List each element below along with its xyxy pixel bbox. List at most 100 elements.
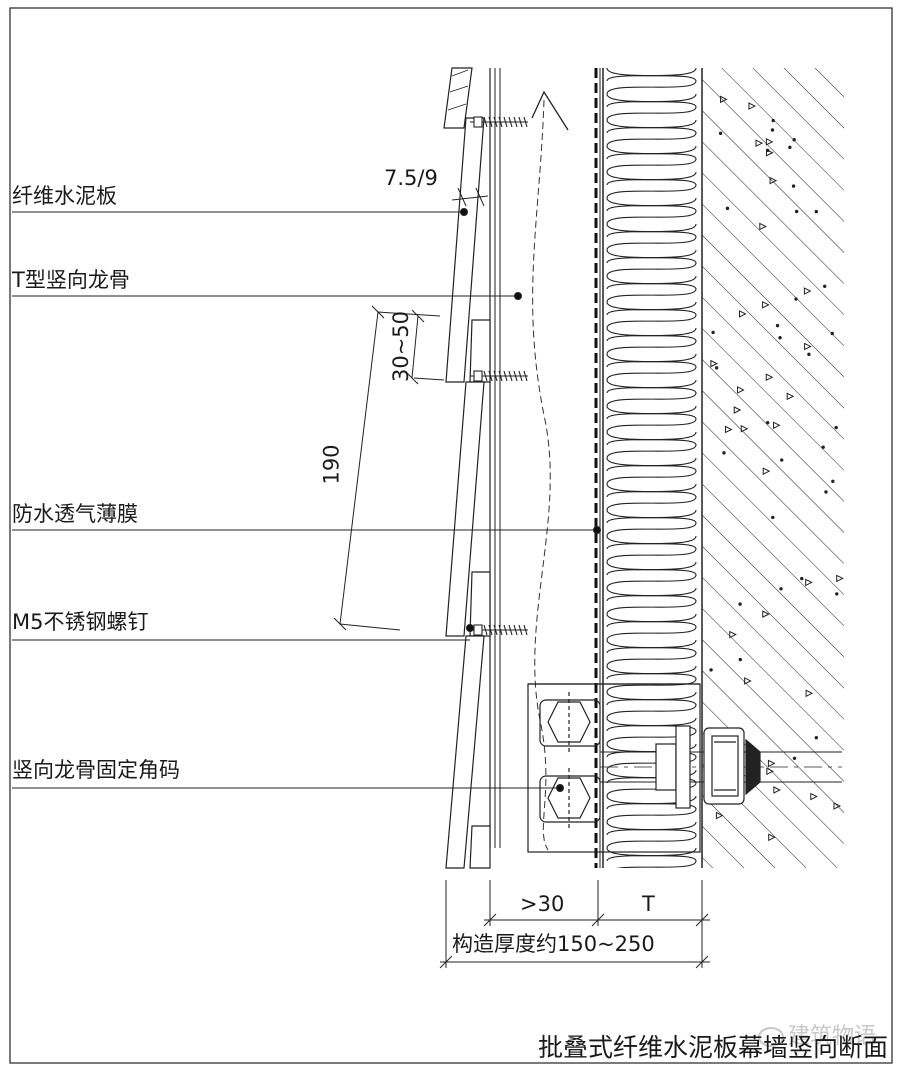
aggregate-mark bbox=[710, 359, 719, 368]
insulation-loop bbox=[606, 457, 697, 485]
insulation-loop bbox=[606, 691, 697, 706]
aggregate-mark bbox=[771, 515, 775, 520]
leader-lines bbox=[12, 208, 601, 792]
label-bracket: 竖向龙骨固定角码 bbox=[12, 758, 180, 782]
aggregate-mark bbox=[762, 467, 771, 475]
aggregate-mark bbox=[831, 479, 835, 483]
aggregate-mark bbox=[766, 767, 774, 776]
insulation-loop bbox=[606, 431, 697, 446]
aggregate-mark bbox=[792, 756, 797, 760]
insulation-loop bbox=[606, 561, 697, 589]
label-fiber-cement-panel: 纤维水泥板 bbox=[12, 184, 117, 208]
aggregate-mark bbox=[792, 138, 796, 142]
aggregate-mark bbox=[786, 392, 795, 401]
aggregate-mark bbox=[794, 297, 798, 301]
bracket bbox=[527, 683, 842, 853]
insulation-loop bbox=[606, 405, 697, 433]
aggregate-mark bbox=[772, 421, 781, 430]
aggregate-mark bbox=[771, 118, 775, 123]
aggregate-mark bbox=[768, 833, 776, 842]
insulation-loop bbox=[606, 717, 697, 732]
aggregate-mark bbox=[729, 630, 737, 639]
insulation-loop bbox=[606, 613, 697, 641]
aggregate-mark bbox=[814, 209, 819, 214]
insulation-loop bbox=[606, 639, 697, 667]
insulation-loop bbox=[606, 717, 697, 745]
label-t-keel: T型竖向龙骨 bbox=[12, 268, 130, 292]
label-membrane: 防水透气薄膜 bbox=[12, 502, 138, 526]
screw-mark bbox=[470, 624, 528, 636]
screw-mark bbox=[470, 370, 528, 382]
aggregate-mark bbox=[835, 592, 839, 596]
aggregate-mark bbox=[722, 451, 726, 455]
aggregate-mark bbox=[824, 490, 828, 494]
insulation-loop bbox=[606, 691, 697, 719]
aggregate-mark bbox=[759, 222, 767, 231]
dim-insulation: T bbox=[642, 892, 655, 916]
aggregate-mark bbox=[767, 759, 776, 768]
bottom-dimensions bbox=[439, 880, 710, 969]
aggregate-mark bbox=[788, 145, 792, 150]
insulation-loop bbox=[606, 795, 697, 810]
insulation-loop bbox=[606, 119, 697, 147]
insulation-loop bbox=[606, 535, 697, 550]
aggregate-mark bbox=[718, 131, 723, 136]
insulation-loop bbox=[606, 457, 697, 472]
aggregate-mark bbox=[833, 802, 842, 810]
aggregate-mark bbox=[715, 811, 724, 820]
insulation-loop bbox=[606, 353, 697, 381]
aggregate-mark bbox=[836, 574, 844, 583]
aggregate-mark bbox=[738, 602, 742, 606]
insulation-loop bbox=[606, 301, 697, 329]
insulation-loop bbox=[606, 483, 697, 498]
insulation-loop bbox=[606, 145, 697, 173]
aggregate-mark bbox=[810, 792, 818, 801]
aggregate-mark bbox=[762, 610, 770, 618]
insulation-loop bbox=[606, 743, 697, 771]
aggregate-mark bbox=[765, 148, 774, 157]
dim-overlap: 30~50 bbox=[389, 310, 414, 383]
aggregate-mark bbox=[755, 139, 764, 147]
aggregate-mark bbox=[765, 138, 774, 146]
aggregate-mark bbox=[765, 420, 770, 425]
membrane-line bbox=[594, 68, 601, 868]
aggregate-mark bbox=[821, 445, 825, 449]
insulation-loop bbox=[606, 171, 697, 199]
drawing-frame bbox=[9, 7, 893, 1064]
drawing-caption: 批叠式纤维水泥板幕墙竖向断面 bbox=[537, 1033, 888, 1062]
aggregate-mark bbox=[804, 342, 812, 351]
insulation-loop bbox=[606, 821, 697, 836]
insulation-loop bbox=[606, 223, 697, 238]
aggregate-mark bbox=[719, 95, 728, 104]
aggregate-mark bbox=[807, 352, 811, 357]
aggregate-mark bbox=[778, 336, 782, 340]
insulation-loop bbox=[606, 327, 697, 342]
insulation-loop bbox=[606, 587, 697, 615]
aggregate-mark bbox=[791, 184, 796, 188]
aggregate-mark bbox=[770, 128, 775, 132]
insulation-loop bbox=[606, 249, 697, 264]
insulation-loop bbox=[607, 874, 696, 887]
label-screw: M5不锈钢螺钉 bbox=[12, 610, 149, 634]
panel-dimension-marks bbox=[333, 187, 489, 631]
insulation-loop bbox=[606, 68, 697, 95]
aggregate-mark bbox=[805, 689, 814, 698]
insulation-loop bbox=[606, 509, 697, 537]
insulation-loop bbox=[606, 665, 697, 693]
aggregate-mark bbox=[714, 366, 719, 370]
aggregate-mark bbox=[769, 176, 778, 185]
insulation-loop bbox=[606, 197, 697, 225]
aggregate-mark bbox=[740, 424, 749, 433]
insulation-layer bbox=[602, 68, 697, 887]
insulation-loop bbox=[606, 249, 697, 277]
insulation-loop bbox=[606, 197, 697, 212]
aggregate-mark bbox=[711, 330, 715, 335]
insulation-loop bbox=[606, 639, 697, 654]
aggregate-mark bbox=[737, 386, 745, 394]
insulation-loop bbox=[606, 275, 697, 290]
dim-panel-thickness: 7.5/9 bbox=[384, 166, 438, 190]
insulation-loop bbox=[606, 483, 697, 511]
insulation-loop bbox=[606, 353, 697, 368]
aggregate-mark bbox=[794, 209, 799, 214]
aggregate-mark bbox=[738, 310, 747, 318]
